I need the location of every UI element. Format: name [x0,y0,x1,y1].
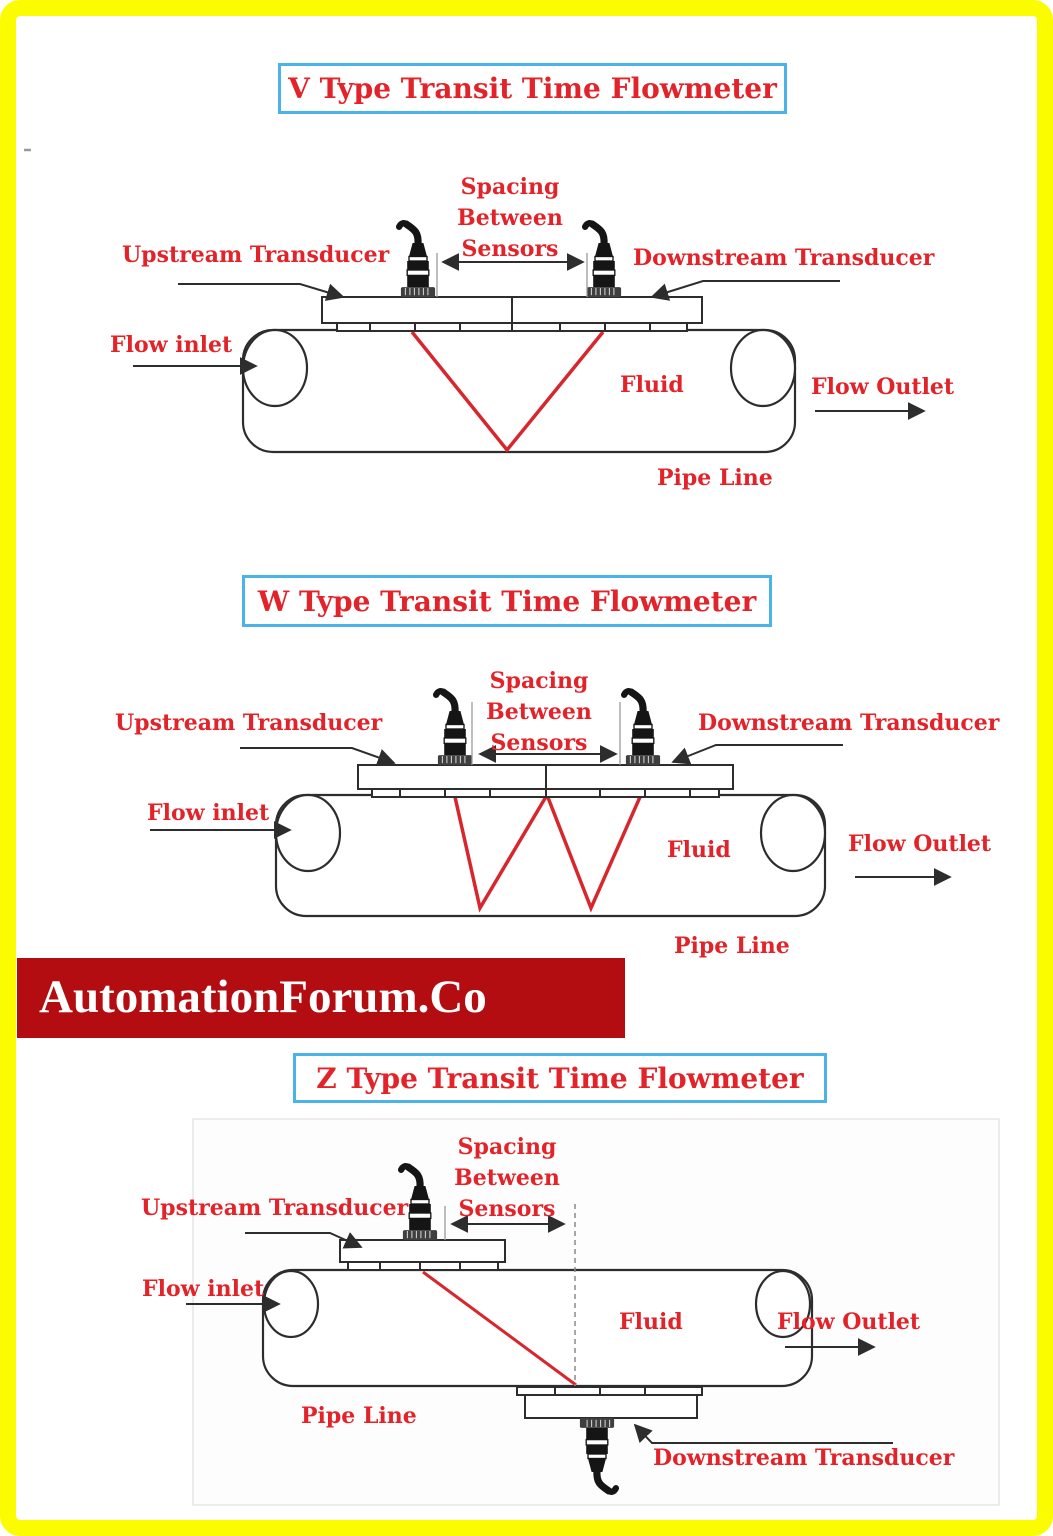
w-downstream-pointer-arrow [671,744,843,765]
z-spacing-label: Spacing Between Sensors [437,1132,577,1225]
w-downstream-transducer-icon [624,691,660,765]
z-arrows [186,1215,893,1444]
z-upstream-transducer-label: Upstream Transducer [141,1195,409,1221]
z-upstream-pointer-arrow [245,1232,363,1249]
v-diagram-title: V Type Transit Time Flowmeter [278,63,787,114]
w-fluid-label: Fluid [667,837,731,863]
brand-banner: AutomationForum.Co [17,958,625,1038]
w-flow-inlet-label: Flow inlet [147,800,270,826]
z-pipe-line-label: Pipe Line [301,1403,417,1429]
v-spacing-line3: Sensors [461,236,559,262]
z-fluid-label: Fluid [619,1309,683,1335]
w-upstream-pointer-arrow [240,747,396,767]
v-upstream-transducer-label: Upstream Transducer [122,242,390,268]
w-pipe-line-label: Pipe Line [674,933,790,959]
z-bottom-mounting-rail [516,1386,703,1419]
v-spacing-line1: Spacing [460,174,560,200]
v-upstream-transducer-icon [399,223,435,297]
v-arrows [133,253,926,420]
v-flow-outlet-label: Flow Outlet [811,374,955,400]
z-flow-inlet-label: Flow inlet [142,1276,265,1302]
w-flow-outlet-label: Flow Outlet [848,831,992,857]
v-pipe-line-label: Pipe Line [657,465,773,491]
w-diagram-title: W Type Transit Time Flowmeter [242,575,772,627]
w-spacing-line2: Between [486,699,592,725]
z-bottom-rail-ticks [554,1387,646,1395]
v-spacing-label: Spacing Between Sensors [437,172,583,265]
z-top-mounting-rail [339,1239,506,1271]
z-spacing-line3: Sensors [458,1196,556,1222]
v-downstream-transducer-icon [585,223,621,297]
w-downstream-transducer-label: Downstream Transducer [698,710,1000,736]
v-mounting-rail [321,296,703,332]
z-downstream-transducer-label: Downstream Transducer [653,1445,955,1471]
w-rail-ticks [399,789,691,797]
z-diagram-title: Z Type Transit Time Flowmeter [293,1053,827,1103]
v-measurement-lines [436,253,588,297]
v-rail-ticks [369,323,651,331]
w-pipe [274,793,827,918]
z-diagram-art [186,1118,1000,1506]
v-upstream-pointer-arrow [178,283,345,301]
v-spacing-line2: Between [457,205,563,231]
z-top-rail-ticks [379,1262,461,1270]
w-spacing-line3: Sensors [490,730,588,756]
z-ultrasonic-beam [422,1270,577,1387]
w-mounting-rail [357,764,734,798]
w-upstream-transducer-label: Upstream Transducer [115,710,383,736]
z-flow-outlet-label: Flow Outlet [777,1309,921,1335]
w-measurement-lines [471,702,621,765]
z-downstream-pointer-arrow [633,1423,893,1444]
v-fluid-label: Fluid [620,372,684,398]
z-spacing-line1: Spacing [457,1134,557,1160]
v-pipe [241,328,797,454]
v-diagram-art [133,223,926,454]
z-spacing-line2: Between [454,1165,560,1191]
v-downstream-pointer-arrow [650,280,840,301]
brand-banner-text: AutomationForum.Co [39,971,487,1023]
w-spacing-line1: Spacing [489,668,589,694]
v-ultrasonic-beam [410,330,605,453]
z-pipe [261,1268,814,1388]
w-arrows [150,744,952,886]
w-diagram-art [150,691,952,918]
w-spacing-label: Spacing Between Sensors [466,666,612,759]
v-flow-inlet-label: Flow inlet [110,332,233,358]
v-downstream-transducer-label: Downstream Transducer [633,245,935,271]
